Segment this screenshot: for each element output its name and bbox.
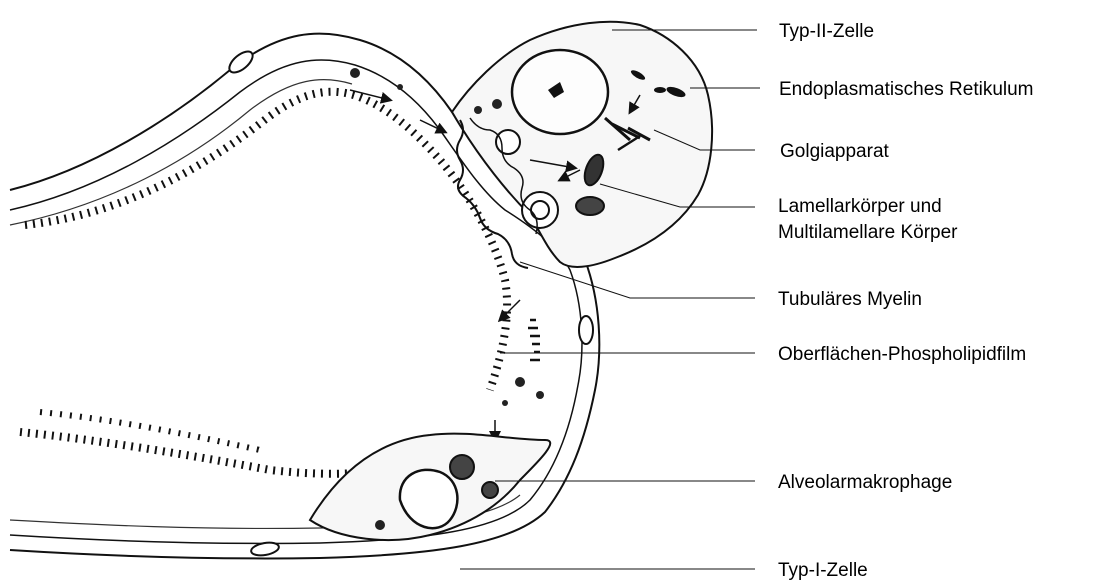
label-tubular-myelin: Tubuläres Myelin: [778, 288, 922, 311]
tubular-myelin-cluster: [528, 320, 540, 360]
label-type-1-cell: Typ-I-Zelle: [778, 559, 868, 582]
arrow: [420, 120, 445, 132]
granule: [515, 377, 525, 387]
vesicle: [492, 99, 502, 109]
label-surface-phospholipid-film: Oberflächen-Phospholipidfilm: [778, 343, 1026, 366]
endothelial-nucleus: [226, 48, 256, 77]
granule: [536, 391, 544, 399]
multilamellar-body: [522, 192, 558, 228]
arrow: [500, 300, 520, 320]
granule: [350, 68, 360, 78]
er-cisterna: [654, 87, 666, 93]
phospholipid-film: [25, 92, 507, 390]
phagosome: [375, 520, 385, 530]
label-lamellar-body-line1: Lamellarkörper und: [778, 195, 942, 218]
label-type-2-cell: Typ-II-Zelle: [779, 20, 874, 43]
lamellar-body: [576, 197, 604, 215]
multilamellar-body: [496, 130, 520, 154]
phagosome: [482, 482, 498, 498]
endothelial-nucleus: [579, 316, 593, 344]
phagosome: [450, 455, 474, 479]
label-alveolar-macrophage: Alveolarmakrophage: [778, 471, 952, 494]
granule: [397, 84, 403, 90]
label-endoplasmic-reticulum: Endoplasmatisches Retikulum: [779, 78, 1034, 101]
label-lamellar-body-line2: Multilamellare Körper: [778, 221, 958, 244]
label-golgi-apparatus: Golgiapparat: [780, 140, 889, 163]
phospholipid-film-lower-2: [40, 412, 260, 450]
granule: [502, 400, 508, 406]
vesicle: [474, 106, 482, 114]
